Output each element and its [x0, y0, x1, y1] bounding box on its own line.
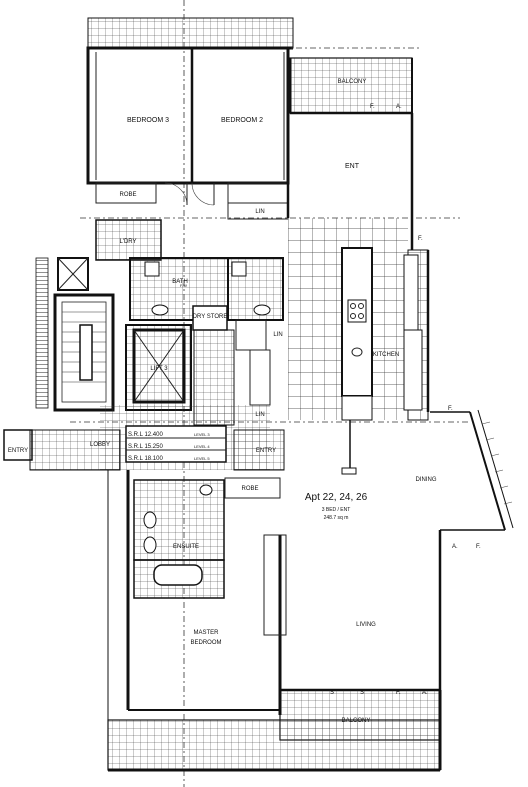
- label-robe-mid: ROBE: [241, 486, 258, 492]
- label-dining: DINING: [416, 477, 437, 483]
- label-bedroom-2: BEDROOM 2: [221, 117, 263, 124]
- dining-glazing: [430, 409, 514, 531]
- label-ensuite: ENSUITE: [173, 544, 199, 550]
- label-lin-top: LIN: [255, 209, 264, 215]
- apartment-type: 3 BED / ENT: [322, 507, 351, 513]
- label-entry-right: ENTRY: [256, 448, 276, 454]
- label-kitchen: KITCHEN: [373, 352, 399, 358]
- service-core: [35, 257, 115, 412]
- label-living: LIVING: [356, 622, 376, 628]
- label-entry-left: ENTRY: [8, 448, 28, 454]
- label-dry-store: DRY STORE: [193, 314, 228, 320]
- apartment-title-block: Apt 22, 24, 26 3 BED / ENT 248.7 sq m: [305, 492, 368, 521]
- top-balustrade: [87, 17, 294, 50]
- kitchen-zone: [288, 218, 429, 475]
- room-labels: BEDROOM 3 BEDROOM 2 BALCONY ENT ROBE LIN…: [8, 79, 437, 724]
- marker-f: F.: [418, 236, 423, 242]
- label-balcony-top: BALCONY: [338, 79, 367, 85]
- corridor-floor: [3, 405, 285, 471]
- label-balcony-bottom: BALCONY: [342, 718, 371, 724]
- marker-a: A.: [452, 544, 458, 550]
- label-robe-top: ROBE: [119, 192, 136, 198]
- level-name-4: LEVEL 4: [194, 444, 210, 449]
- balcony-top-area: [288, 57, 413, 250]
- outer-walls: [107, 113, 442, 760]
- bedroom-walls: [86, 46, 290, 206]
- fixture-markers: F. A. F. F. A. F. S S F. A. F.W: [180, 104, 481, 696]
- marker-f: F.: [476, 544, 481, 550]
- marker-f: F.: [396, 690, 401, 696]
- apartment-area: 248.7 sq m: [324, 515, 349, 521]
- level-name-5: LEVEL 5: [194, 456, 210, 461]
- marker-f: F.: [370, 104, 375, 110]
- label-lift: LIFT 3: [150, 366, 168, 372]
- marker-a: A.: [396, 104, 402, 110]
- label-lin-low: LIN: [255, 412, 264, 418]
- level-rl-5: S.R.L 18.100: [128, 456, 163, 462]
- marker-a: A.: [422, 690, 428, 696]
- label-bedroom-3: BEDROOM 3: [127, 117, 169, 124]
- balcony-bottom-area: [107, 689, 442, 772]
- wet-areas: [95, 219, 284, 321]
- level-rl-4: S.R.L 15.250: [128, 444, 163, 450]
- label-master-1: MASTER: [193, 630, 219, 636]
- label-laundry: L'DRY: [119, 239, 136, 245]
- marker-f: F.: [448, 406, 453, 412]
- ensuite-area: [133, 477, 287, 636]
- label-bath: BATH: [172, 279, 188, 285]
- label-ent: ENT: [345, 163, 360, 170]
- label-lin-mid: LIN: [273, 332, 282, 338]
- apartment-title: Apt 22, 24, 26: [305, 492, 368, 503]
- marker-s: S: [360, 690, 364, 696]
- label-lobby: LOBBY: [90, 442, 110, 448]
- marker-s: S: [330, 690, 334, 696]
- level-rl-3: S.R.L 12.400: [128, 432, 163, 438]
- marker-fw: F.W: [180, 283, 187, 288]
- level-schedule: S.R.L 12.400 LEVEL 3 S.R.L 15.250 LEVEL …: [128, 432, 210, 462]
- level-name-3: LEVEL 3: [194, 432, 210, 437]
- label-master-2: BEDROOM: [190, 640, 221, 646]
